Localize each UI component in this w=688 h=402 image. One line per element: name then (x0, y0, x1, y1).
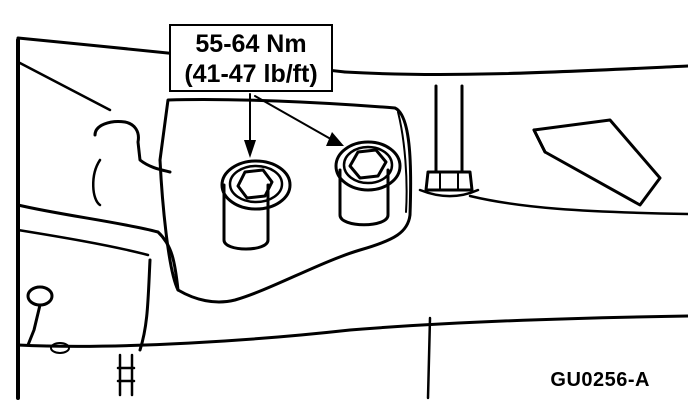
right-bolt-head-detail (439, 171, 459, 191)
right-block-face (532, 128, 547, 154)
mount-loop (26, 285, 54, 307)
lower-contour (138, 258, 152, 352)
side-body (16, 203, 180, 292)
side-body-lower (16, 228, 150, 257)
left-mount (93, 120, 172, 174)
right-block (532, 118, 662, 207)
mount-loop-arm (26, 303, 42, 347)
leader-lines (244, 93, 344, 158)
torque-lbft-label: (41-47 lb/ft) (184, 60, 318, 88)
upper-panel-line-2 (343, 64, 688, 76)
right-bolt-shank (434, 84, 464, 174)
bolt-right (334, 140, 402, 227)
right-bolt-head (424, 170, 474, 192)
right-washer (418, 188, 480, 198)
right-contour (468, 194, 688, 216)
vertical-edge (426, 316, 432, 400)
left-mount-2 (92, 158, 102, 207)
torque-callout: 55-64 Nm (41-47 lb/ft) (169, 24, 333, 92)
figure-id-label: GU0256-A (550, 369, 650, 391)
bracket-plate (158, 97, 413, 304)
lower-tab (116, 353, 136, 397)
lower-sweep (16, 314, 688, 348)
upper-inner-line (16, 60, 112, 112)
torque-nm-label: 55-64 Nm (195, 30, 307, 58)
bracket-edge (397, 111, 408, 213)
bolt-left (220, 159, 292, 251)
small-hole (50, 342, 70, 354)
